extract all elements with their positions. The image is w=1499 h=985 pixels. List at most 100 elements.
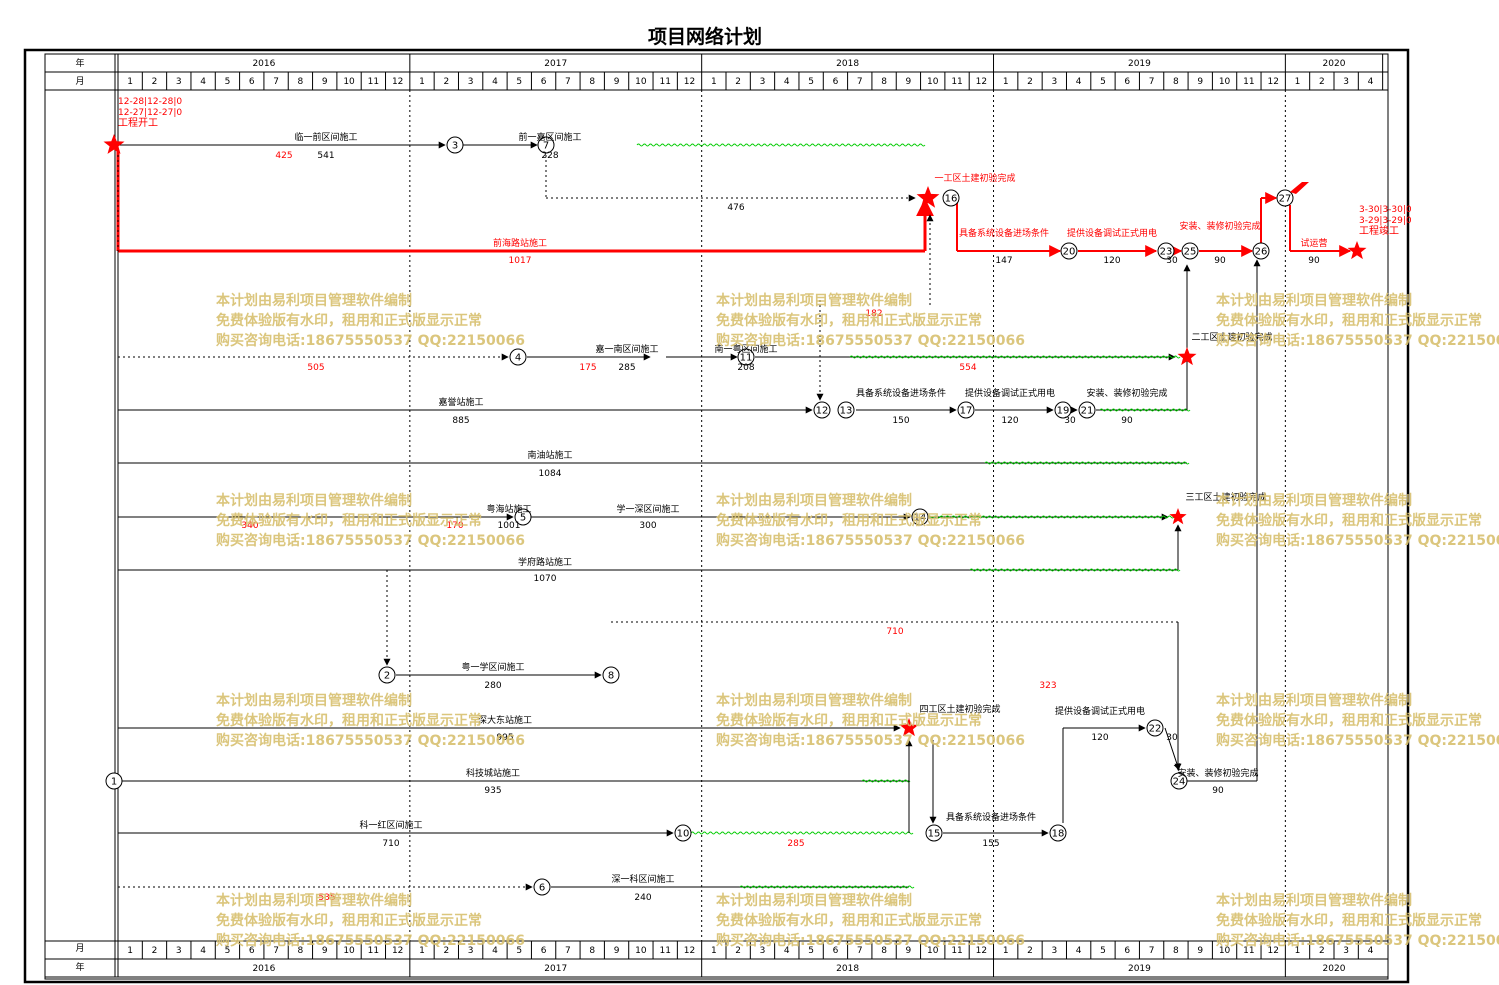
- month-label: 10: [1219, 77, 1231, 87]
- month-label: 8: [298, 77, 304, 87]
- timeline-grid: [23, 48, 1410, 984]
- milestone-star: [1347, 241, 1367, 260]
- month-label: 11: [368, 946, 379, 956]
- activity-duration: 1017: [509, 256, 532, 266]
- milestone-star: [1177, 347, 1197, 366]
- year-footer-label: 2018: [836, 964, 859, 974]
- month-label: 7: [273, 946, 279, 956]
- activity-labels: 年月月年201620161122334455667788991010111112…: [75, 57, 1411, 974]
- month-label: 2: [1027, 946, 1033, 956]
- node-number: 17: [960, 406, 973, 417]
- activity-arrow: [1164, 727, 1181, 771]
- node-number: 10: [677, 829, 690, 840]
- month-label: 1: [127, 946, 133, 956]
- network-node: [1049, 824, 1067, 842]
- month-label: 3: [1343, 946, 1349, 956]
- activity-duration: 155: [982, 839, 999, 849]
- month-label: 7: [565, 946, 571, 956]
- month-label: 6: [249, 946, 255, 956]
- month-label: 8: [298, 946, 304, 956]
- activity-duration: 885: [452, 416, 469, 426]
- milestone-dates: 3-29|3-29|0: [1359, 216, 1412, 226]
- month-header-label: 月: [75, 76, 84, 87]
- month-label: 10: [1219, 946, 1231, 956]
- month-label: 9: [1197, 77, 1203, 87]
- activity-label: 提供设备调试正式用电: [1067, 227, 1157, 239]
- activity-duration: 1001: [498, 521, 521, 531]
- network-node: [105, 772, 123, 790]
- activity-duration: 710: [886, 627, 903, 637]
- node-number: 24: [1173, 777, 1186, 788]
- activity-label: 安装、装修初验完成: [1177, 767, 1258, 779]
- month-label: 12: [976, 946, 987, 956]
- month-label: 2: [443, 77, 449, 87]
- year-header-label: 2018: [836, 59, 859, 69]
- activity-label: 具备系统设备进场条件: [946, 811, 1036, 823]
- activity-duration: 535: [318, 893, 335, 903]
- milestone-star: [899, 718, 919, 737]
- activity-duration: 425: [275, 151, 292, 161]
- month-label: 7: [857, 946, 863, 956]
- month-footer-label: 月: [75, 943, 84, 954]
- page-title: 项目网络计划: [647, 26, 762, 48]
- node-number: 27: [1279, 194, 1292, 205]
- month-label: 3: [176, 946, 182, 956]
- activity-duration: 120: [1091, 733, 1108, 743]
- activity-label: 具备系统设备进场条件: [856, 387, 946, 399]
- month-label: 3: [1343, 77, 1349, 87]
- milestone-dates: 12-27|12-27|0: [118, 108, 182, 118]
- month-label: 2: [1319, 77, 1325, 87]
- activity-duration: 30: [1064, 416, 1076, 426]
- network-node: [446, 136, 464, 154]
- month-label: 3: [176, 77, 182, 87]
- node-number: 21: [1081, 406, 1094, 417]
- month-label: 3: [1051, 946, 1057, 956]
- float-line: [636, 143, 926, 147]
- activity-label: 粤一学区间施工: [461, 661, 524, 673]
- month-label: 9: [322, 77, 328, 87]
- month-label: 10: [343, 77, 355, 87]
- month-label: 8: [589, 946, 595, 956]
- month-label: 5: [1100, 77, 1106, 87]
- year-footer-label: 2020: [1323, 964, 1346, 974]
- month-label: 5: [225, 946, 231, 956]
- activity-duration: 995: [496, 733, 513, 743]
- network-node: [674, 824, 692, 842]
- activity-duration: 340: [241, 521, 258, 531]
- node-number: 18: [1052, 829, 1065, 840]
- node-number: 8: [608, 671, 614, 682]
- network-node: [533, 878, 551, 896]
- month-label: 9: [322, 946, 328, 956]
- activity-duration: 935: [484, 786, 501, 796]
- month-label: 4: [492, 946, 498, 956]
- activity-label: 一工区土建初验完成: [934, 172, 1015, 184]
- month-label: 9: [906, 946, 912, 956]
- activity-label: 前海路站施工: [493, 237, 547, 249]
- month-label: 12: [976, 77, 987, 87]
- network-node: [1054, 401, 1072, 419]
- month-label: 2: [152, 946, 158, 956]
- network-node: [942, 189, 960, 207]
- activity-label: 前一嘉区间施工: [518, 131, 581, 143]
- activity-duration: 147: [995, 256, 1012, 266]
- month-label: 12: [392, 946, 403, 956]
- float-line: [927, 515, 1175, 519]
- activity-duration: 1070: [534, 574, 557, 584]
- activity-duration: 710: [382, 839, 399, 849]
- float-line: [690, 831, 914, 835]
- month-label: 5: [1100, 946, 1106, 956]
- activity-label: 嘉一南区间施工: [595, 343, 658, 355]
- activity-duration: 120: [1103, 256, 1120, 266]
- month-label: 12: [684, 946, 695, 956]
- activity-label: 安装、装修初验完成: [1179, 220, 1260, 232]
- month-label: 1: [711, 946, 717, 956]
- month-label: 9: [1197, 946, 1203, 956]
- node-number: 14: [914, 513, 927, 524]
- month-label: 9: [614, 946, 620, 956]
- month-label: 6: [249, 77, 255, 87]
- network-node: [1170, 772, 1188, 790]
- node-number: 1: [111, 777, 117, 788]
- node-number: 20: [1063, 247, 1076, 258]
- month-label: 5: [808, 946, 814, 956]
